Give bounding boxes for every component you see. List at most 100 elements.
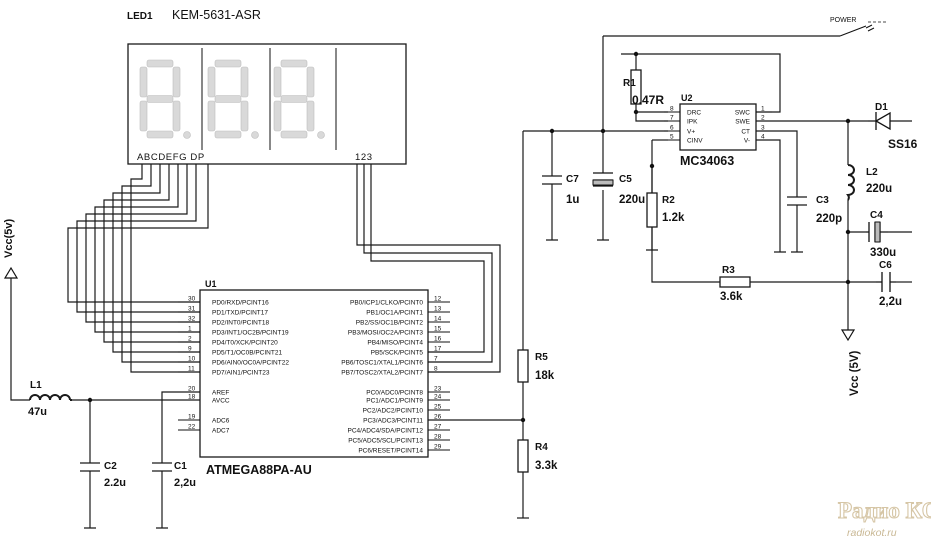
reg-pin-name: IPK — [687, 119, 698, 126]
c1-value: 2,2u — [174, 477, 196, 489]
mcu-pin-name: AVCC — [212, 398, 230, 405]
c1-ref: C1 — [174, 461, 187, 472]
junction-c4 — [845, 229, 851, 235]
diode-d1 — [874, 111, 891, 131]
c2-ref: C2 — [104, 461, 117, 472]
r2-value: 1.2k — [662, 212, 685, 224]
r4-ref: R4 — [535, 442, 548, 453]
watermark-url: radiokot.ru — [847, 527, 897, 539]
mcu-pin-number: 7 — [434, 356, 438, 363]
led-digit-2 — [207, 48, 271, 150]
reg-pin-number: 5 — [670, 134, 674, 141]
junction-r2 — [649, 163, 655, 169]
segment-bus-wires — [67, 164, 209, 373]
mcu-pin-number: 31 — [188, 306, 196, 313]
reg-pin-name: V+ — [687, 129, 695, 136]
led-digit-1 — [139, 48, 203, 150]
diode-d1-cathode — [868, 112, 877, 130]
mcu-pin-name: PC0/ADC0/PCINT8 — [366, 390, 423, 397]
divider-network — [428, 131, 529, 519]
segment-g — [214, 95, 242, 103]
reg-ref: U2 — [681, 93, 693, 103]
reg-body — [679, 103, 757, 151]
junction-adc — [520, 417, 526, 423]
mcu-pin-name: PB2/SS/OC1B/PCINT2 — [356, 320, 424, 327]
reg-pin-number: 1 — [761, 106, 765, 113]
mcu-pin-number: 17 — [434, 346, 442, 353]
vcc-right-label: Vcc (5V) — [849, 350, 861, 396]
mcu-pin-name: PD4/T0/XCK/PCINT20 — [212, 340, 278, 347]
reg-pin-name: SWC — [735, 110, 750, 117]
power-switch-symbol — [839, 24, 875, 37]
resistor-r4 — [517, 439, 529, 473]
segment-c — [240, 100, 249, 132]
mcu-pin-number: 14 — [434, 316, 442, 323]
mcu-pins: 30PD0/RXD/PCINT1631PD1/TXD/PCINT1732PD2/… — [178, 296, 450, 455]
segment-a — [214, 59, 242, 68]
junction-c7 — [549, 128, 555, 134]
reg-pin-number: 7 — [670, 115, 674, 122]
mcu-pin-name: PD5/T1/OC0B/PCINT21 — [212, 350, 282, 357]
capacitor-c4-fill — [874, 221, 881, 243]
reg-pin-name: V- — [744, 138, 750, 145]
junction-avcc — [87, 397, 93, 403]
segment-b — [172, 66, 181, 98]
reg-pin-number: 2 — [761, 115, 765, 122]
mcu-pin-number: 11 — [188, 366, 195, 373]
mcu-pin-name: PC2/ADC2/PCINT10 — [363, 408, 424, 415]
segment-e — [207, 100, 216, 132]
mcu-pin-number: 26 — [434, 414, 442, 421]
r1-ref: R1 — [623, 78, 636, 89]
mcu-pin-name: PB7/TOSC2/XTAL2/PCINT7 — [341, 370, 423, 377]
mcu-pin-name: PB5/SCK/PCINT5 — [371, 350, 424, 357]
segment-b — [306, 66, 315, 98]
c6-ref: C6 — [879, 260, 892, 271]
r2-ref: R2 — [662, 195, 675, 206]
segment-f — [207, 66, 216, 98]
mcu-pin-number: 30 — [188, 296, 196, 303]
l2-ref: L2 — [866, 167, 878, 178]
mcu-ref: U1 — [205, 279, 217, 289]
mcu-pin-name: PD0/RXD/PCINT16 — [212, 300, 269, 307]
resistor-r1 — [630, 69, 642, 105]
d1-ref: D1 — [875, 102, 888, 113]
l1-value: 47u — [28, 406, 47, 418]
digit-bus-wires — [356, 164, 501, 373]
segment-d — [146, 130, 174, 139]
reg-pin-number: 4 — [761, 134, 765, 141]
regulator-network — [646, 120, 912, 330]
mcu-pin-number: 12 — [434, 296, 442, 303]
mcu-pin-name: PD3/INT1/OC2B/PCINT19 — [212, 330, 289, 337]
mcu-pin-name: PB6/TOSC1/XTAL1/PCINT6 — [341, 360, 423, 367]
mcu-body — [199, 289, 429, 458]
l2-value: 220u — [866, 183, 892, 195]
l1-ref: L1 — [30, 380, 42, 391]
resistor-r2 — [646, 192, 658, 228]
inductor-l2 — [846, 164, 855, 201]
d1-value: SS16 — [888, 137, 918, 151]
reg-part: MC34063 — [680, 154, 734, 168]
mcu-pin-number: 16 — [434, 336, 442, 343]
mcu-pin-number: 22 — [188, 424, 196, 431]
c5-plate-top — [593, 172, 613, 181]
mcu-pin-number: 29 — [434, 444, 442, 451]
mcu-pin-name: PD7/AIN1/PCINT23 — [212, 370, 270, 377]
segment-g — [146, 95, 174, 103]
reg-pin-name: DRC — [687, 110, 701, 117]
resistor-r3 — [719, 276, 751, 288]
c4-ref: C4 — [870, 210, 883, 221]
mcu-pin-name: PD2/INT0/PCINT18 — [212, 320, 269, 327]
mcu-pin-number: 24 — [434, 394, 442, 401]
led-digit-pins-label: 123 — [355, 152, 373, 163]
mcu-pin-number: 23 — [434, 386, 442, 393]
mcu-pin-number: 10 — [188, 356, 196, 363]
reg-pin-number: 8 — [670, 106, 674, 113]
segment-a — [280, 59, 308, 68]
mcu-pin-number: 1 — [188, 326, 192, 333]
mcu-pin-number: 2 — [188, 336, 192, 343]
capacitor-c5 — [592, 179, 614, 186]
mcu-pin-name: ADC7 — [212, 428, 230, 435]
mcu-pin-name: PB3/MOSI/OC2A/PCINT3 — [348, 330, 424, 337]
segment-c — [172, 100, 181, 132]
